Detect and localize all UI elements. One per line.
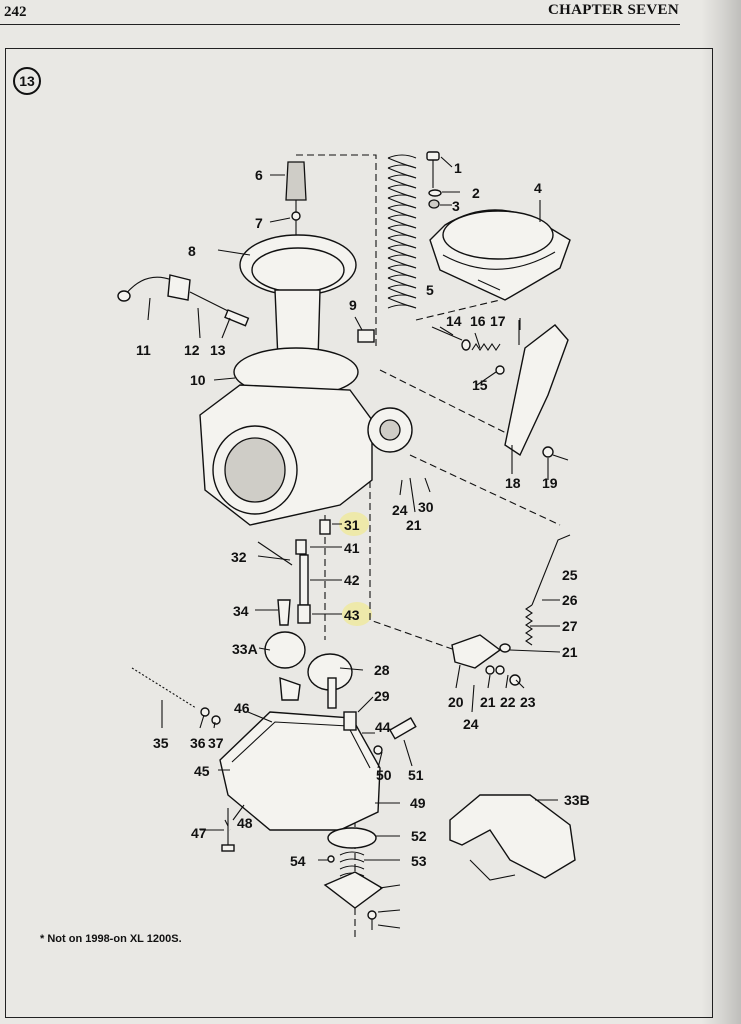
assembly-guide-lines (224, 154, 561, 940)
callout-leader-lines (147, 156, 561, 929)
callout-24: 24 (463, 716, 479, 732)
float-cover-33b (449, 794, 576, 881)
float-assembly (264, 631, 353, 701)
callout-28: 28 (374, 662, 390, 678)
callout-15: 15 (472, 377, 488, 393)
callout-3: 3 (452, 198, 460, 214)
highlight-mark (342, 602, 372, 626)
callout-8: 8 (188, 243, 196, 259)
jets-and-emulsion-tubes (257, 519, 331, 626)
callout-2: 2 (472, 185, 480, 201)
callout-41: 44 (375, 719, 391, 735)
figure-frame (5, 48, 713, 1018)
callout-24: 24 (392, 502, 408, 518)
callout-47: 50 (376, 767, 392, 783)
page-curl-shadow (701, 0, 741, 1024)
callout-33b: 33B (564, 792, 590, 808)
callout-46: 49 (410, 795, 426, 811)
cover-screw (426, 151, 442, 209)
figure-number-badge: 13 (13, 67, 41, 95)
callout-30: 30 (418, 499, 434, 515)
callout-34: 34 (233, 603, 249, 619)
callout-1: 1 (454, 160, 462, 176)
callout-49: 52 (411, 828, 427, 844)
callout-5: 5 (426, 282, 434, 298)
callout-16: 16 (470, 313, 486, 329)
enrichener-cable (117, 274, 250, 327)
callout-33a: 33A (232, 641, 258, 657)
callout-48: 51 (408, 767, 424, 783)
callout-44: 47 (191, 825, 207, 841)
callout-36: 36 (190, 735, 206, 751)
callout-labels: 1 2 3 4 5 6 7 8 9 10 11 12 13 14 16 17 1… (136, 160, 590, 869)
callout-7: 7 (255, 215, 263, 231)
page-number: 242 (4, 4, 27, 20)
callout-21: 21 (562, 644, 578, 660)
callout-19: 19 (542, 475, 558, 491)
callout-6: 6 (255, 167, 263, 183)
callout-23: 23 (520, 694, 536, 710)
accelerator-pump-rod (499, 534, 571, 653)
callout-10: 10 (190, 372, 206, 388)
callout-35: 35 (153, 735, 169, 751)
vacuum-diaphragm-and-slide (239, 234, 357, 361)
accelerator-pump (323, 827, 384, 930)
callout-50: 53 (411, 853, 427, 869)
callout-11: 11 (136, 342, 151, 358)
figure-footnote: * Not on 1998-on XL 1200S. (40, 933, 182, 945)
highlight-mark (339, 512, 369, 536)
callout-42: 45 (194, 763, 210, 779)
chapter-title: CHAPTER SEVEN (547, 2, 679, 18)
carburetor-top-cover (429, 209, 571, 301)
callout-25: 25 (562, 567, 578, 583)
callout-27: 27 (562, 618, 578, 634)
callout-12: 12 (184, 342, 200, 358)
callout-32: 32 (231, 549, 247, 565)
callout-40: 43 (344, 607, 360, 623)
callout-51: 54 (290, 853, 306, 869)
callout-18: 18 (505, 475, 521, 491)
float-bowl (219, 677, 417, 852)
callout-21: 21 (480, 694, 496, 710)
callout-39: 42 (344, 572, 360, 588)
callout-43: 46 (234, 700, 250, 716)
carburetor-body (199, 329, 413, 526)
callout-14: 14 (446, 313, 462, 329)
callout-26: 26 (562, 592, 578, 608)
callout-22: 22 (500, 694, 516, 710)
throttle-linkage (431, 320, 569, 461)
callout-37: 37 (208, 735, 224, 751)
callout-4: 4 (534, 180, 542, 196)
idle-mixture-screw (131, 667, 221, 725)
callout-31: 31 (344, 517, 360, 533)
callout-20: 20 (448, 694, 464, 710)
callout-21: 21 (406, 517, 422, 533)
slide-spring (387, 154, 417, 309)
callout-13: 13 (210, 342, 226, 358)
header-rule (0, 24, 680, 25)
callout-45: 48 (237, 815, 253, 831)
callout-29: 29 (374, 688, 390, 704)
callout-17: 17 (490, 313, 506, 329)
pump-lever (451, 634, 521, 686)
callout-9: 9 (349, 297, 357, 313)
callout-38: 41 (344, 540, 360, 556)
